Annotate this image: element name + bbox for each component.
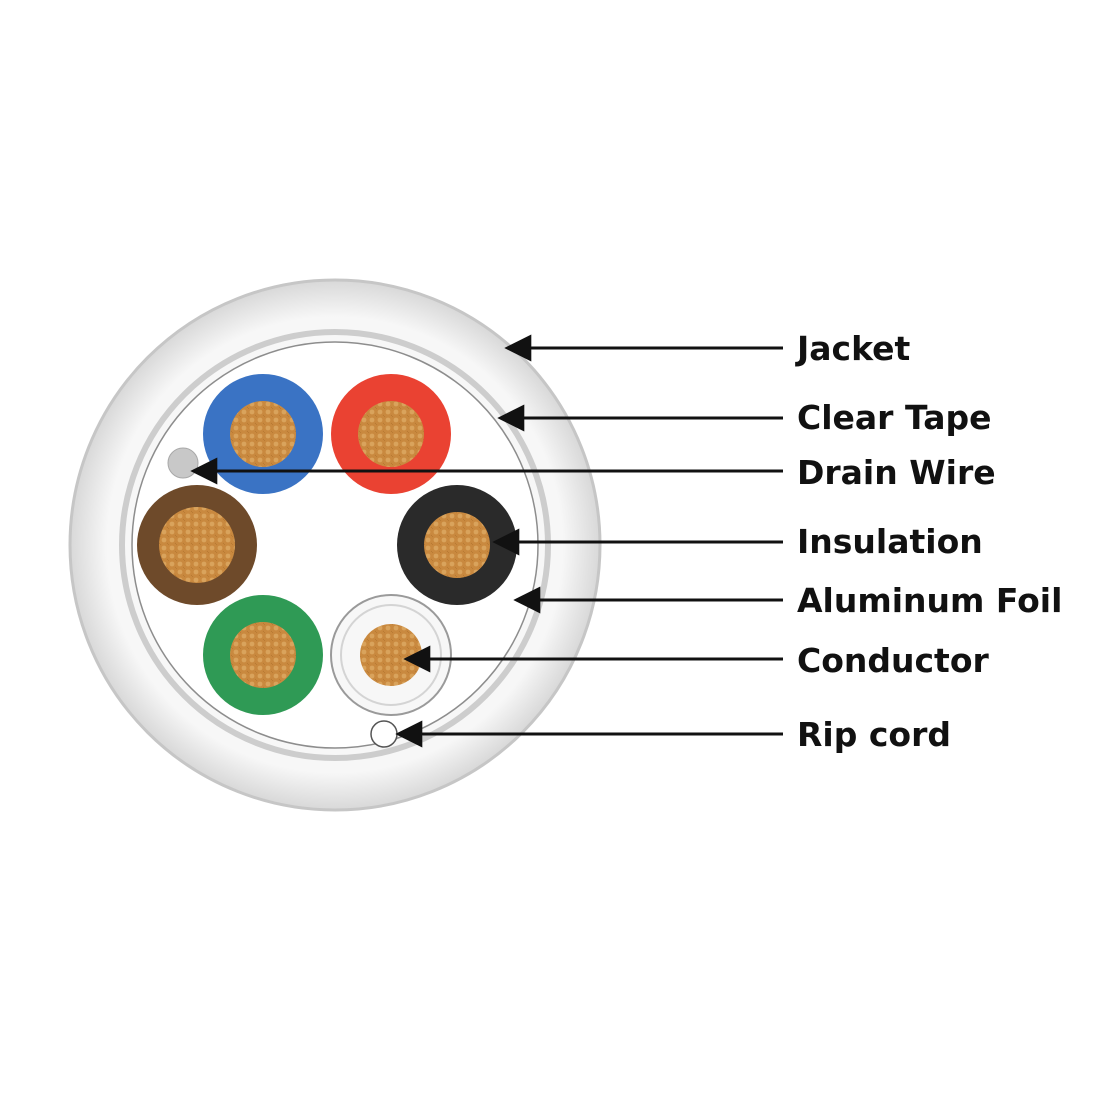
label-insulation: Insulation	[797, 522, 983, 561]
pair-black	[397, 485, 517, 605]
label-rip-cord: Rip cord	[797, 715, 951, 754]
drain-wire	[167, 447, 199, 479]
pair-white	[330, 594, 452, 716]
label-drain-wire: Drain Wire	[797, 453, 996, 492]
rip-cord	[370, 720, 398, 748]
aluminum-foil	[119, 329, 551, 761]
label-clear-tape: Clear Tape	[797, 398, 992, 437]
pair-red	[331, 374, 451, 494]
pair-green	[203, 595, 323, 715]
label-aluminum-foil: Aluminum Foil	[797, 581, 1063, 620]
pair-blue	[203, 374, 323, 494]
label-conductor: Conductor	[797, 641, 989, 680]
label-jacket: Jacket	[797, 329, 911, 368]
pair-brown	[137, 485, 257, 605]
